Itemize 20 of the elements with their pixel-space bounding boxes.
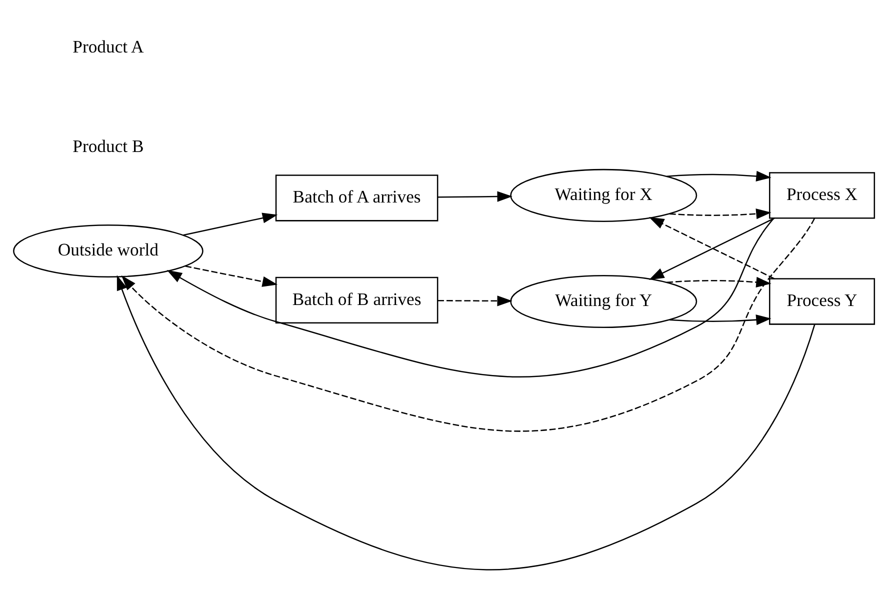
- arrow: [670, 208, 772, 220]
- arrow: [670, 314, 772, 326]
- arrow: [438, 191, 512, 202]
- legend-label: Product B: [72, 136, 144, 156]
- arrow: [185, 266, 278, 287]
- node-box: Batch of A arrives: [275, 174, 438, 222]
- node-ellipse: Outside world: [13, 224, 204, 278]
- node-ellipse: Waiting for X: [510, 168, 698, 222]
- node-box: Batch of B arrives: [275, 276, 438, 324]
- node-box: Process Y: [769, 278, 876, 325]
- node-ellipse: Waiting for Y: [510, 274, 698, 328]
- arrow: [121, 218, 816, 432]
- node-box: Process X: [769, 172, 876, 219]
- arrow: [666, 276, 772, 288]
- arrow: [666, 170, 772, 182]
- arrow: [116, 275, 816, 570]
- arrow: [438, 296, 512, 306]
- arrow: [183, 212, 278, 236]
- legend-label: Product A: [72, 36, 144, 56]
- arrow: [166, 218, 774, 378]
